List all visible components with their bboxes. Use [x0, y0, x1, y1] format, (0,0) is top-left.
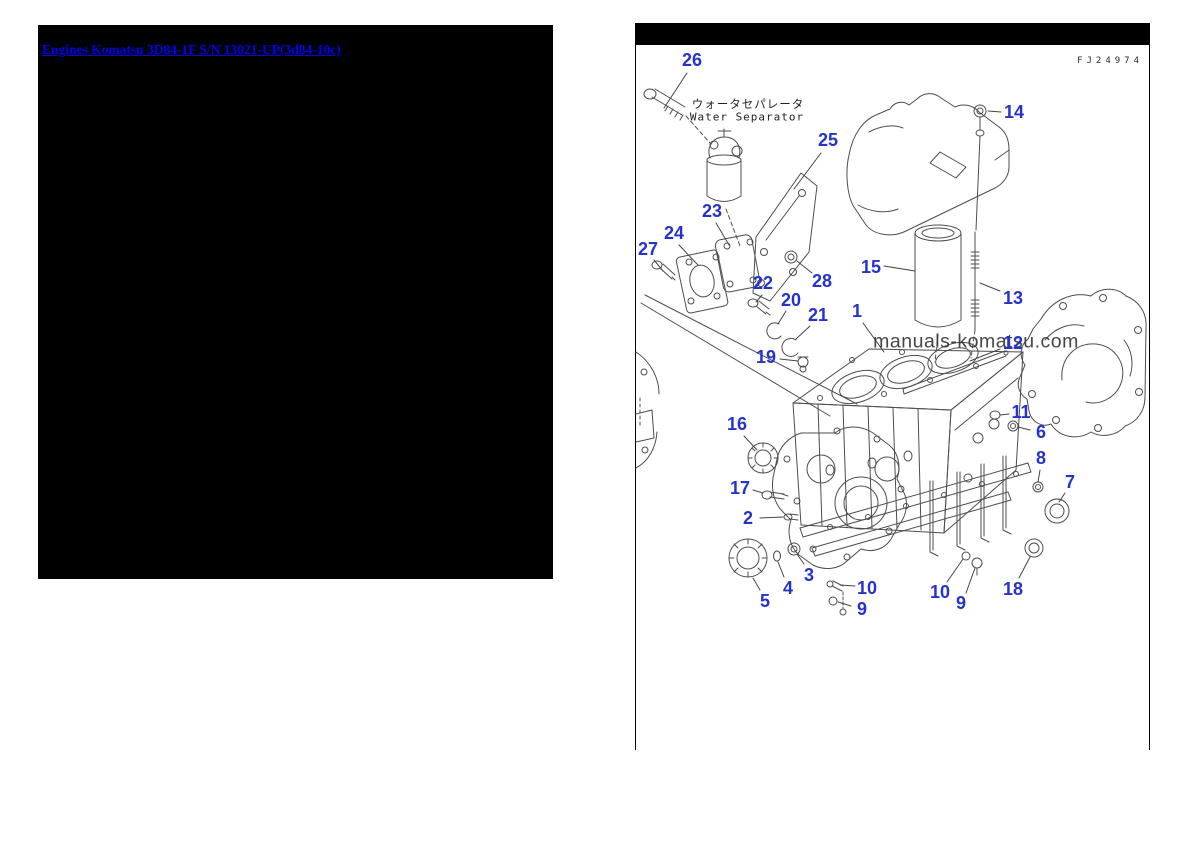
part-callout-5-25[interactable]: 5: [759, 591, 771, 611]
part-callout-11-16[interactable]: 11: [1011, 402, 1031, 422]
part-callout-12-13[interactable]: 12: [1002, 333, 1024, 353]
part-callout-28-7[interactable]: 28: [811, 271, 833, 291]
part-callout-4-23[interactable]: 4: [782, 578, 794, 598]
part-callout-15-6[interactable]: 15: [860, 257, 882, 277]
part-callout-24-4[interactable]: 24: [663, 223, 685, 243]
part-callout-25-2[interactable]: 25: [817, 130, 839, 150]
water-separator-label-jp: ウォータセパレータ: [691, 97, 805, 111]
part-callout-9-28[interactable]: 9: [955, 593, 967, 613]
part-callout-9-26[interactable]: 9: [856, 599, 868, 619]
part-callout-13-9[interactable]: 13: [1002, 288, 1024, 308]
left-frame-panel: Engines Komatsu 3D84-1F S/N 13021-UP(3d8…: [38, 25, 553, 579]
part-callout-14-1[interactable]: 14: [1003, 102, 1025, 122]
part-callout-8-18[interactable]: 8: [1035, 448, 1047, 468]
catalog-link[interactable]: Engines Komatsu 3D84-1F S/N 13021-UP(3d8…: [42, 42, 341, 57]
part-callout-27-5[interactable]: 27: [637, 239, 659, 259]
part-callout-10-27[interactable]: 10: [929, 582, 951, 602]
diagram-frame-panel: [635, 23, 1150, 750]
figure-code: FJ24974: [1077, 56, 1143, 66]
part-callout-16-15[interactable]: 16: [726, 414, 748, 434]
water-separator-label-en: Water Separator: [689, 110, 805, 124]
part-callout-19-14[interactable]: 19: [755, 347, 777, 367]
part-callout-23-3[interactable]: 23: [701, 201, 723, 221]
part-callout-3-22[interactable]: 3: [803, 565, 815, 585]
part-callout-17-20[interactable]: 17: [729, 478, 751, 498]
watermark: manuals-komatsu.com: [873, 330, 1079, 353]
part-callout-1-11[interactable]: 1: [851, 301, 863, 321]
part-callout-18-29[interactable]: 18: [1002, 579, 1024, 599]
part-callout-6-17[interactable]: 6: [1035, 422, 1047, 442]
part-callout-10-24[interactable]: 10: [856, 578, 878, 598]
part-callout-20-10[interactable]: 20: [780, 290, 802, 310]
part-callout-22-8[interactable]: 22: [752, 273, 774, 293]
diagram-header-bar: [635, 23, 1150, 45]
part-callout-2-21[interactable]: 2: [742, 508, 754, 528]
part-callout-26-0[interactable]: 26: [681, 50, 703, 70]
part-callout-21-12[interactable]: 21: [807, 305, 829, 325]
part-callout-7-19[interactable]: 7: [1064, 472, 1076, 492]
